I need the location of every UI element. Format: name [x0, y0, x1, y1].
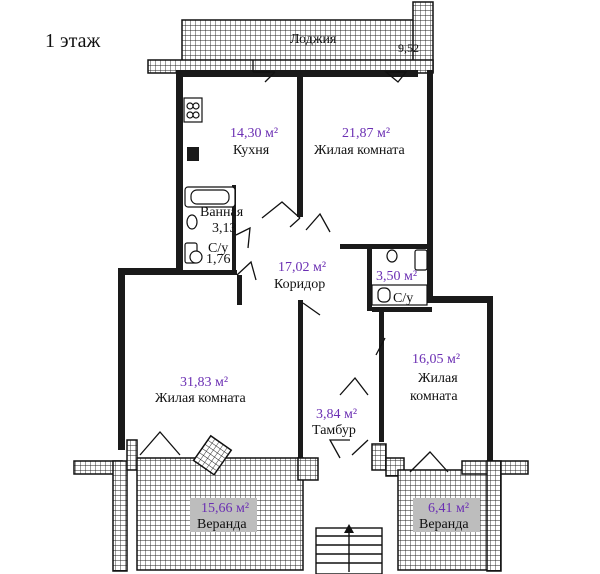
wc-right-fixtures — [371, 249, 428, 306]
kitchen-fixtures — [183, 97, 203, 161]
living-left-area: 31,83 м² — [180, 375, 228, 390]
veranda-right: 6,41 м² Веранда — [371, 443, 529, 572]
corridor-name: Коридор — [274, 277, 325, 292]
veranda-left-name: Веранда — [197, 517, 247, 532]
bathroom-area: 3,13 — [212, 221, 237, 236]
loggia-name: Лоджия — [290, 32, 337, 47]
veranda-right-area: 6,41 м² — [428, 501, 469, 516]
tambour-name: Тамбур — [312, 423, 356, 438]
veranda-right-name: Веранда — [419, 517, 469, 532]
kitchen-name: Кухня — [233, 143, 270, 158]
living-right-name-line2: комната — [410, 389, 458, 404]
loggia-area: 9,52 — [398, 41, 419, 55]
living-right-area: 16,05 м² — [412, 352, 460, 367]
wc-left-name: С/у — [208, 241, 228, 256]
entrance-stairs — [315, 524, 383, 574]
veranda-left-area: 15,66 м² — [201, 501, 249, 516]
living-right-name-line1: Жилая — [418, 371, 458, 386]
living-top-name: Жилая комната — [314, 143, 405, 158]
corridor-area: 17,02 м² — [278, 260, 326, 275]
wc-right-area: 3,50 м² — [376, 269, 417, 284]
kitchen-area: 14,30 м² — [230, 126, 278, 141]
walls — [118, 70, 493, 461]
living-left-name: Жилая комната — [155, 391, 246, 406]
wc-right-name: С/у — [393, 291, 413, 306]
wc-left-area: 1,76 — [206, 252, 231, 267]
room-labels: 14,30 м² Кухня 21,87 м² Жилая комната Ва… — [155, 126, 460, 438]
tambour-area: 3,84 м² — [316, 407, 357, 422]
veranda-left: 15,66 м² Веранда — [73, 431, 319, 572]
bathroom-name: Ванная — [200, 205, 244, 220]
doors — [235, 60, 408, 459]
floor-label: 1 этаж — [45, 30, 100, 52]
loggia: Лоджия 9,52 — [147, 1, 434, 74]
living-top-area: 21,87 м² — [342, 126, 390, 141]
bathroom-fixtures — [184, 186, 236, 264]
